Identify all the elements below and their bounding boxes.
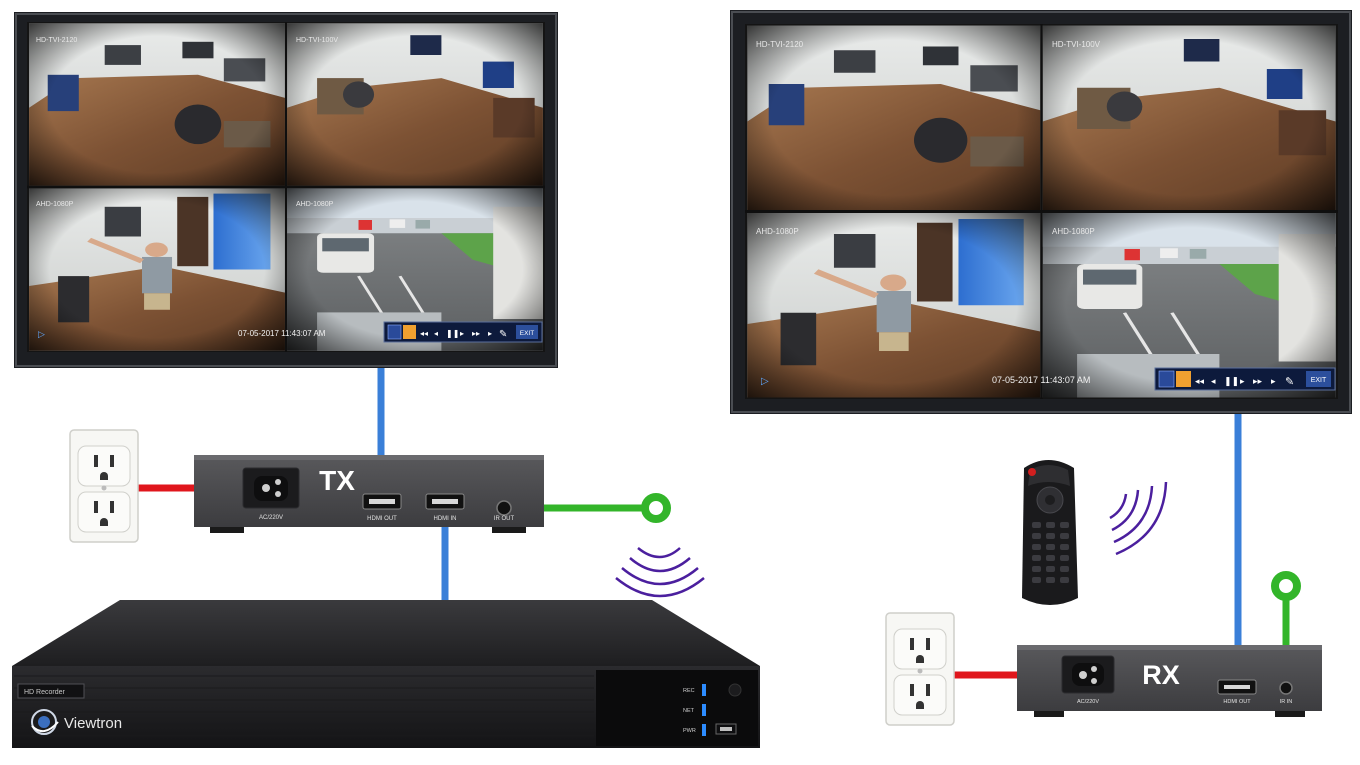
rewind-icon[interactable]: ◂◂ [420, 329, 428, 338]
rx-ir-in-label: IR IN [1280, 699, 1293, 705]
step-back-icon[interactable]: ◂ [1211, 376, 1216, 386]
grid-view-icon[interactable] [387, 324, 402, 340]
tx-hdmi-in-label: HDMI IN [434, 516, 457, 522]
rx-hdmi-out-label: HDMI OUT [1223, 699, 1251, 705]
camera-label: HD-TVI-2120 [756, 40, 804, 49]
dvr-recorder: HD Recorder Viewtron REC NET PWR [12, 600, 760, 748]
wrench-icon[interactable]: ✎ [1285, 376, 1294, 388]
tx-hdmi-out-label: HDMI OUT [367, 516, 397, 522]
ir-sensor [728, 683, 742, 697]
exit-button-label: EXIT [520, 330, 534, 337]
rx-monitor: HD-TVI-2120 HD-TVI-100V AHD-1080P AHD-10… [730, 10, 1352, 414]
rec-led [702, 684, 706, 696]
camera-label: AHD-1080P [36, 201, 74, 208]
play-icon[interactable]: ▸ [460, 329, 464, 338]
rx-power-label: AC/220V [1077, 699, 1099, 705]
tx-ir-emitter [641, 493, 671, 523]
rx-title: RX [1142, 660, 1180, 690]
camera-label: HD-TVI-2120 [36, 37, 77, 44]
playback-toolbar: ◂◂ ◂ ❚❚ ▸ ▸▸ ▸ ✎ EXIT [1154, 367, 1336, 391]
camera-labels: HD-TVI-2120 HD-TVI-100V AHD-1080P AHD-10… [756, 40, 1101, 236]
camera-label: HD-TVI-100V [1052, 40, 1101, 49]
net-led [702, 704, 706, 716]
exit-button[interactable] [1306, 371, 1331, 387]
tx-ir-out-label: IR OUT [494, 516, 515, 522]
dvr-badge: HD Recorder [24, 689, 66, 696]
remote-ir-waves-icon [1109, 481, 1168, 556]
rx-extender-box: AC/220V RX HDMI OUT IR IN [1017, 645, 1322, 717]
dvr-indicator-label: NET [683, 708, 695, 714]
rx-ir-in-port[interactable] [1279, 681, 1293, 695]
camera-label: AHD-1080P [756, 227, 799, 236]
osd-timestamp: 07-05-2017 11:43:07 AM [992, 375, 1090, 385]
tx-power-label: AC/220V [259, 515, 283, 521]
osd-timestamp: 07-05-2017 11:43:07 AM [238, 329, 326, 338]
playback-toolbar: ◂◂ ◂ ❚❚ ▸ ▸▸ ▸ ✎ EXIT [383, 321, 543, 343]
record-icon[interactable] [1176, 371, 1191, 387]
fast-forward-icon[interactable]: ▸▸ [472, 329, 480, 338]
next-icon[interactable]: ▸ [488, 329, 492, 338]
tx-monitor: HD-TVI-2120 HD-TVI-100V AHD-1080P AHD-10… [14, 12, 558, 368]
exit-button[interactable] [516, 325, 538, 339]
viewtron-logo-icon [31, 709, 59, 735]
camera-label: AHD-1080P [296, 201, 334, 208]
play-indicator-icon: ▷ [38, 329, 45, 339]
rewind-icon[interactable]: ◂◂ [1195, 376, 1205, 386]
rx-monitor-screen [745, 24, 1338, 399]
camera-labels: HD-TVI-2120 HD-TVI-100V AHD-1080P AHD-10… [36, 37, 338, 208]
rx-wall-outlet [885, 612, 955, 726]
dvr-brand: Viewtron [64, 715, 122, 732]
play-indicator-icon: ▷ [761, 376, 769, 387]
wrench-icon[interactable]: ✎ [499, 329, 507, 340]
dvr-indicator-label: REC [683, 688, 695, 694]
fast-forward-icon[interactable]: ▸▸ [1253, 376, 1263, 386]
tx-title: TX [319, 465, 355, 496]
camera-label: AHD-1080P [1052, 227, 1095, 236]
step-back-icon[interactable]: ◂ [434, 329, 438, 338]
dvr-indicator-label: PWR [683, 728, 696, 734]
remote-control-icon [1022, 460, 1078, 605]
next-icon[interactable]: ▸ [1271, 376, 1276, 386]
tx-ir-out-port[interactable] [496, 500, 512, 516]
exit-button-label: EXIT [1311, 377, 1327, 384]
camera-label: HD-TVI-100V [296, 37, 338, 44]
tx-monitor-screen [27, 22, 545, 352]
tx-extender-box: AC/220V TX HDMI OUT HDMI IN IR OUT [194, 455, 544, 533]
pwr-led [702, 724, 706, 736]
tx-wall-outlet [69, 429, 139, 543]
record-icon[interactable] [403, 325, 416, 339]
tx-ir-waves-icon [615, 547, 705, 598]
play-icon[interactable]: ▸ [1240, 376, 1245, 386]
grid-view-icon[interactable] [1158, 370, 1175, 388]
pause-icon[interactable]: ❚❚ [446, 329, 459, 338]
rx-ir-receiver [1271, 571, 1301, 601]
pause-icon[interactable]: ❚❚ [1224, 376, 1239, 387]
